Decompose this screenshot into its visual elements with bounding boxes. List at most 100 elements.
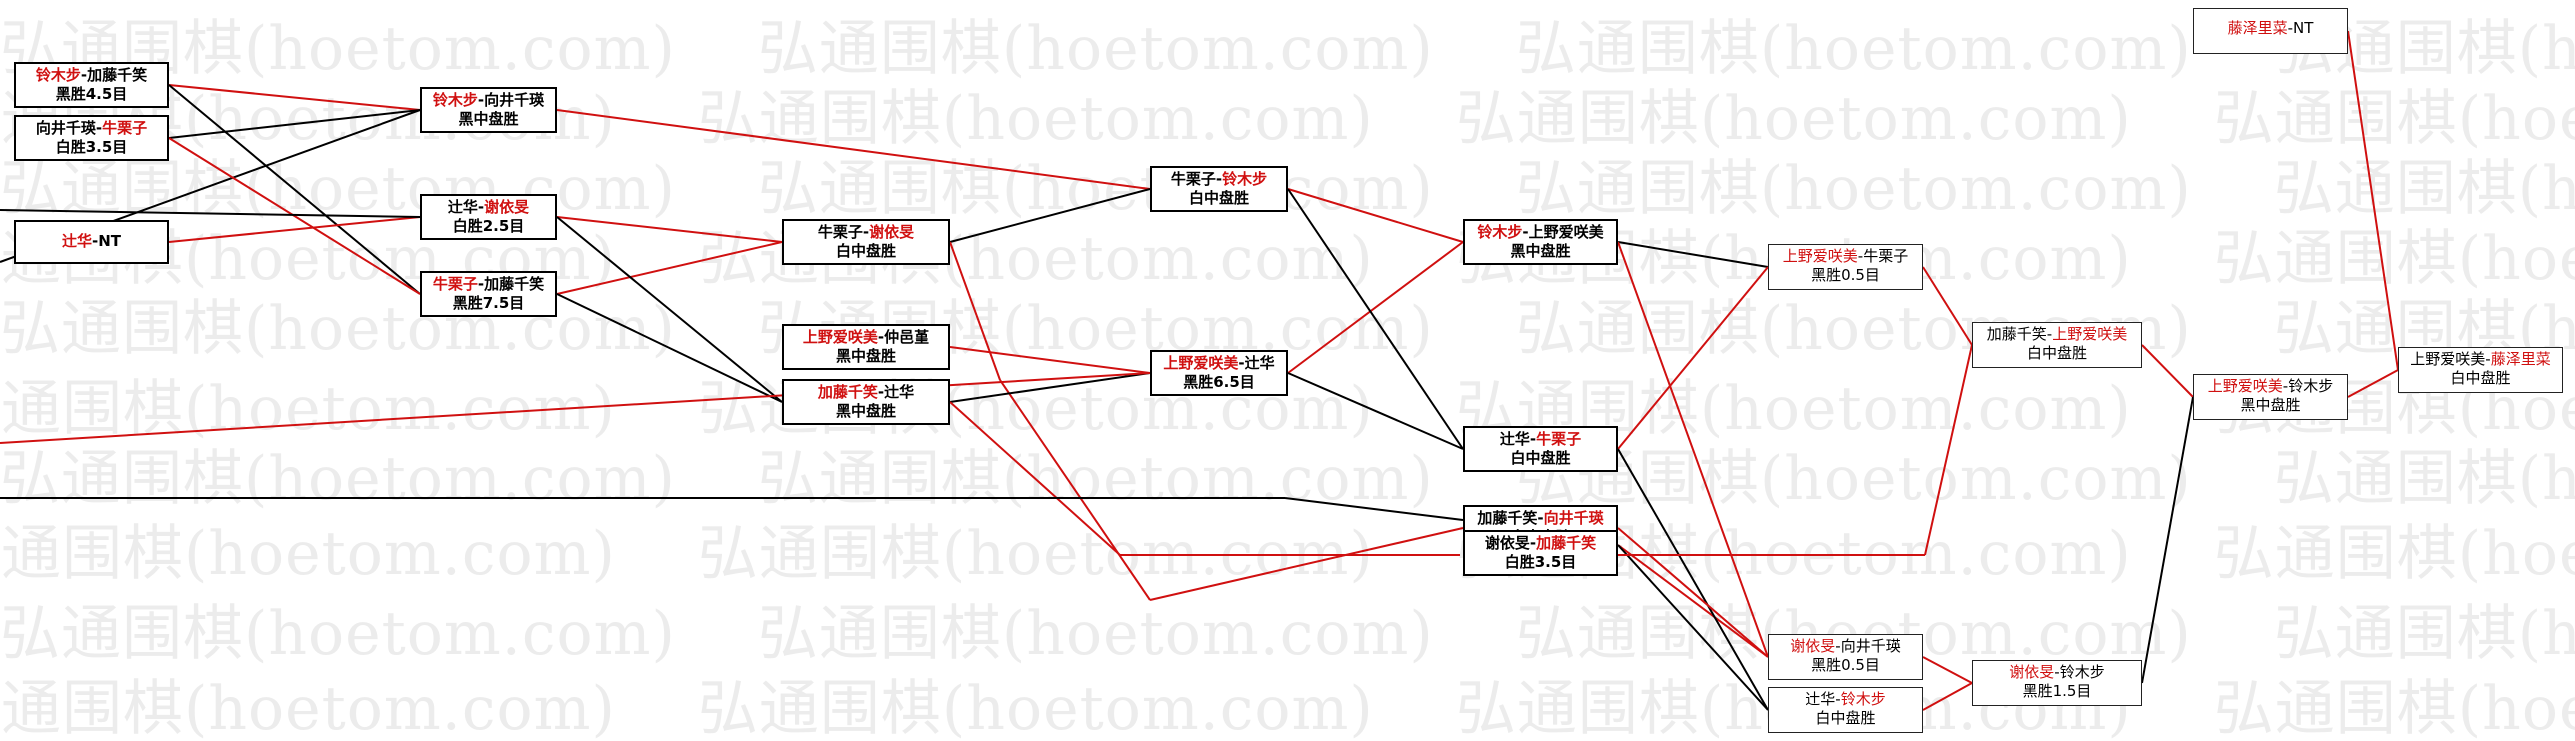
winner-connector-line — [556, 216, 783, 243]
match-result: 白中盘胜 — [835, 242, 896, 260]
player-1: 辻华 — [1805, 690, 1836, 708]
winner-connector-line — [556, 241, 783, 295]
winner-connector-line — [1617, 266, 1769, 450]
match-box-r8a[interactable]: 上野爱咲美-铃木步黑中盘胜 — [2193, 374, 2348, 420]
player-1: 向井千瑛 — [35, 119, 96, 137]
player-1: 谢依旻 — [1790, 637, 1836, 655]
vs-separator: - — [1835, 637, 1841, 655]
match-players: 辻华-牛栗子 — [1465, 430, 1616, 449]
loser-connector-line — [949, 188, 1151, 243]
loser-connector-line — [949, 372, 1151, 403]
loser-connector-line — [0, 209, 421, 218]
player-2: 铃木步 — [2059, 663, 2105, 681]
player-2: 仲邑堇 — [884, 328, 930, 346]
vs-separator: - — [2046, 325, 2053, 343]
match-box-r6a[interactable]: 上野爱咲美-牛栗子黑胜0.5目 — [1768, 244, 1923, 290]
player-2: 加藤千笑 — [87, 66, 148, 84]
loser-connector-line — [1617, 241, 1769, 268]
vs-separator: - — [1529, 534, 1537, 552]
player-2: 辻华 — [884, 383, 915, 401]
player-1: 加藤千笑 — [817, 383, 878, 401]
match-box-final[interactable]: 上野爱咲美-藤泽里菜白中盘胜 — [2398, 347, 2563, 393]
player-1: 辻华 — [61, 232, 92, 250]
match-box-r3b[interactable]: 上野爱咲美-仲邑堇黑中盘胜 — [782, 324, 950, 370]
match-players: 向井千瑛-牛栗子 — [16, 119, 167, 138]
player-1: 上野爱咲美 — [1163, 354, 1239, 372]
player-1: 加藤千笑 — [1477, 509, 1538, 527]
vs-separator: - — [877, 383, 885, 401]
player-2: 牛栗子 — [102, 119, 148, 137]
match-box-r7b[interactable]: 谢依旻-铃木步黑胜1.5目 — [1972, 660, 2142, 706]
match-box-r5b[interactable]: 辻华-牛栗子白中盘胜 — [1463, 426, 1618, 472]
match-box-r1b[interactable]: 向井千瑛-牛栗子白胜3.5目 — [14, 115, 169, 161]
player-2: 向井千瑛 — [1543, 509, 1604, 527]
player-2: 向井千瑛 — [1840, 637, 1901, 655]
winner-connector-line — [1924, 344, 1973, 556]
player-1: 铃木步 — [35, 66, 81, 84]
player-1: 上野爱咲美 — [1782, 247, 1858, 265]
vs-separator: - — [1835, 690, 1841, 708]
vs-separator: - — [1215, 170, 1223, 188]
match-result: 白中盘胜 — [2026, 344, 2087, 362]
winner-connector-line — [1617, 544, 1769, 658]
match-result: 黑中盘胜 — [835, 402, 896, 420]
match-box-r7a[interactable]: 加藤千笑-上野爱咲美白中盘胜 — [1972, 322, 2142, 368]
match-box-r8b[interactable]: 藤泽里菜-NT — [2193, 8, 2348, 54]
winner-connector-line — [949, 241, 1001, 381]
winner-connector-line — [949, 401, 1121, 556]
match-box-r5d[interactable]: 谢依旻-加藤千笑白胜3.5目 — [1463, 530, 1618, 576]
winner-connector-line — [1922, 266, 1973, 346]
loser-connector-line — [1284, 497, 1464, 521]
loser-connector-line — [1617, 544, 1769, 711]
player-1: 上野爱咲美 — [802, 328, 878, 346]
match-box-r6b[interactable]: 谢依旻-向井千瑛黑胜0.5目 — [1768, 634, 1923, 680]
match-result: 黑中盘胜 — [2240, 396, 2301, 414]
match-players: 上野爱咲美-牛栗子 — [1769, 247, 1922, 266]
player-2: 牛栗子 — [1536, 430, 1582, 448]
match-box-r5a[interactable]: 铃木步-上野爱咲美黑中盘胜 — [1463, 219, 1618, 265]
match-result: 白胜3.5目 — [55, 138, 128, 156]
match-box-r3a[interactable]: 牛栗子-谢依旻白中盘胜 — [782, 219, 950, 265]
match-result: 黑中盘胜 — [458, 110, 519, 128]
match-result: 白中盘胜 — [1188, 189, 1249, 207]
player-1: 藤泽里菜 — [2227, 19, 2288, 37]
player-2: 牛栗子 — [1863, 247, 1909, 265]
match-players: 辻华-谢依旻 — [422, 198, 555, 217]
winner-connector-line — [556, 109, 1151, 190]
match-result: 黑胜4.5目 — [55, 85, 128, 103]
winner-connector-line — [0, 372, 1151, 444]
match-result: 黑胜6.5目 — [1183, 373, 1255, 391]
player-1: 铃木步 — [1477, 223, 1523, 241]
match-result: 黑胜7.5目 — [452, 294, 525, 312]
vs-separator: - — [1857, 247, 1864, 265]
winner-connector-line — [1287, 188, 1464, 243]
match-box-r1a[interactable]: 铃木步-加藤千笑黑胜4.5目 — [14, 62, 169, 108]
match-players: 加藤千笑-上野爱咲美 — [1973, 325, 2141, 344]
match-box-r1c[interactable]: 辻华-NT — [14, 220, 169, 264]
match-box-r2a[interactable]: 铃木步-向井千瑛黑中盘胜 — [420, 87, 557, 133]
winner-connector-line — [1617, 241, 1769, 658]
match-players: 铃木步-向井千瑛 — [422, 91, 555, 110]
player-2: 上野爱咲美 — [2052, 325, 2128, 343]
winner-connector-line — [2141, 344, 2194, 398]
winner-connector-line — [949, 346, 1151, 374]
loser-connector-line — [1287, 188, 1464, 450]
match-box-r3c[interactable]: 加藤千笑-辻华黑中盘胜 — [782, 379, 950, 425]
match-players: 藤泽里菜-NT — [2194, 19, 2347, 38]
player-2: 加藤千笑 — [484, 275, 545, 293]
match-box-r4a[interactable]: 牛栗子-铃木步白中盘胜 — [1150, 166, 1288, 212]
match-players: 牛栗子-加藤千笑 — [422, 275, 555, 294]
match-box-r2b[interactable]: 辻华-谢依旻白胜2.5目 — [420, 194, 557, 240]
vs-separator: - — [477, 275, 485, 293]
loser-connector-line — [556, 216, 783, 403]
player-1: 辻华 — [447, 198, 478, 216]
match-result: 白胜3.5目 — [1504, 553, 1577, 571]
match-result: 白中盘胜 — [1815, 709, 1876, 727]
player-1: 谢依旻 — [1484, 534, 1530, 552]
match-result: 白胜2.5目 — [452, 217, 525, 235]
match-box-r6c[interactable]: 辻华-铃木步白中盘胜 — [1768, 687, 1923, 733]
match-players: 上野爱咲美-藤泽里菜 — [2399, 350, 2562, 369]
match-box-r4b[interactable]: 上野爱咲美-辻华黑胜6.5目 — [1150, 350, 1288, 396]
match-box-r2c[interactable]: 牛栗子-加藤千笑黑胜7.5目 — [420, 271, 557, 317]
